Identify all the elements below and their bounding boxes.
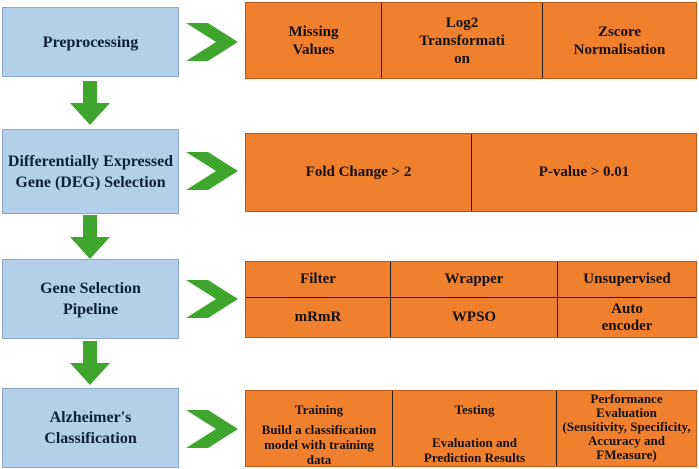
criterion-fold-change: Fold Change > 2: [305, 164, 412, 180]
divider: [392, 391, 393, 466]
stage-title: Differentially Expressed Gene (DEG) Sele…: [7, 152, 174, 191]
down-arrow-icon: [70, 341, 110, 385]
phase-performance-evaluation: Performance Evaluation (Sensitivity, Spe…: [557, 391, 696, 466]
criterion-p-value: P-value > 0.01: [538, 164, 630, 180]
chevron-right-icon: [186, 280, 238, 318]
phase-training: Training Build a classification model wi…: [246, 391, 392, 467]
preprocessing-steps: Missing Values Log2 Transformati on Zsco…: [245, 2, 697, 79]
step-missing-values: Missing Values: [288, 23, 339, 58]
phase-detail: Build a classification model with traini…: [261, 422, 377, 467]
stage-gene-selection: Gene Selection Pipeline: [2, 259, 179, 339]
chevron-right-icon: [186, 410, 238, 448]
method-autoencoder: Auto encoder: [601, 300, 653, 334]
method-mrmr: mRmR: [294, 309, 342, 325]
classification-phases: Training Build a classification model wi…: [245, 390, 697, 467]
divider: [390, 262, 391, 337]
deg-criteria: Fold Change > 2 P-value > 0.01: [245, 133, 697, 212]
phase-detail: (Sensitivity, Specificity, Accuracy and …: [562, 419, 691, 462]
divider: [471, 134, 472, 211]
divider: [556, 391, 557, 466]
header-filter: Filter: [300, 271, 336, 287]
phase-detail: Evaluation and Prediction Results: [423, 435, 526, 465]
stage-title: Gene Selection Pipeline: [40, 280, 141, 318]
stage-title: Alzheimer's Classification: [44, 409, 137, 447]
divider: [557, 262, 558, 337]
divider: [246, 297, 696, 298]
gene-selection-table: Filter Wrapper Unsupervised mRmR WPSO Au…: [245, 261, 697, 338]
divider: [542, 3, 543, 78]
phase-heading: Testing: [454, 402, 495, 417]
method-wpso: WPSO: [451, 309, 497, 325]
down-arrow-icon: [70, 81, 110, 125]
phase-heading: Training: [294, 402, 344, 417]
chevron-right-icon: [186, 23, 238, 61]
step-zscore-normalisation: Zscore Normalisation: [573, 23, 666, 58]
stage-deg-selection: Differentially Expressed Gene (DEG) Sele…: [2, 129, 179, 214]
phase-testing: Testing Evaluation and Prediction Result…: [393, 391, 556, 466]
phase-heading: Performance Evaluation: [590, 391, 663, 420]
chevron-right-icon: [186, 152, 238, 190]
step-log2-transformation: Log2 Transformati on: [419, 14, 505, 67]
stage-preprocessing: Preprocessing: [2, 7, 179, 77]
header-wrapper: Wrapper: [444, 271, 504, 287]
stage-classification: Alzheimer's Classification: [2, 388, 179, 468]
header-unsupervised: Unsupervised: [583, 271, 671, 287]
down-arrow-icon: [70, 215, 110, 259]
divider: [381, 3, 382, 78]
stage-title: Preprocessing: [42, 33, 139, 51]
